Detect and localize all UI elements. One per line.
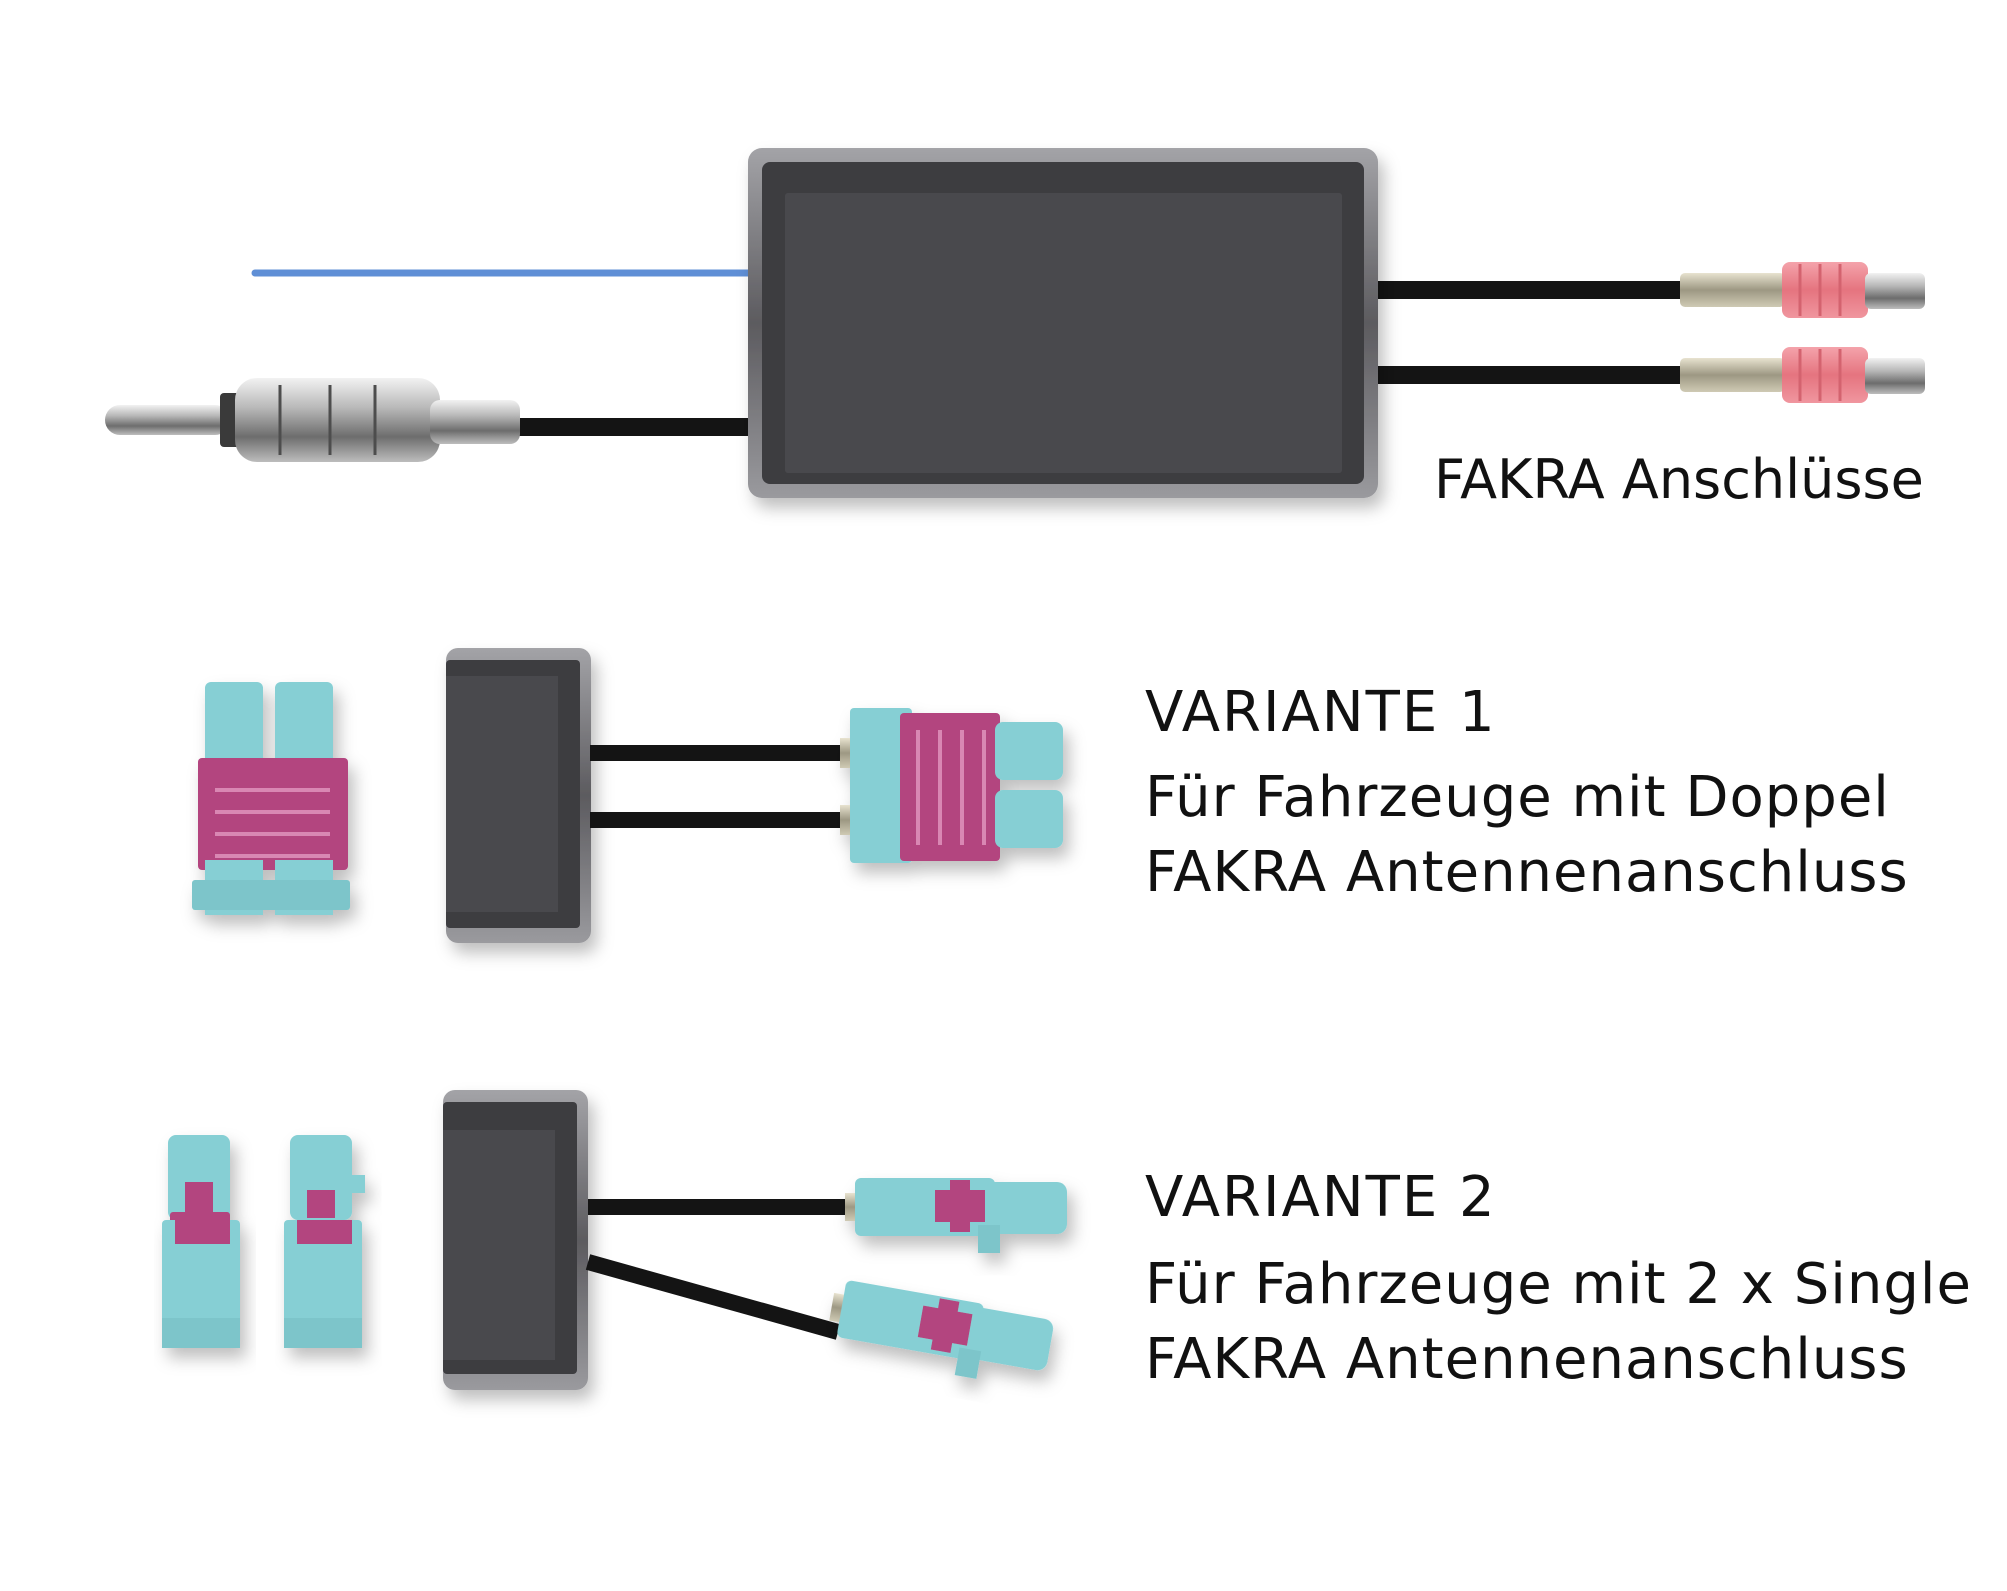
variant1-box [446,648,591,943]
double-fakra-female-connector [192,682,350,915]
single-fakra-female-connector-2 [284,1135,365,1348]
variant2-illustration [162,1090,1067,1390]
single-fakra-male-connector-1 [845,1178,1067,1253]
variant2-title: VARIANTE 2 [1145,1165,1497,1230]
crimp-connector-lower [1680,347,1925,403]
fakra-connections-label: FAKRA Anschlüsse [1434,448,1924,511]
single-fakra-male-connector-2 [829,1280,1054,1379]
double-fakra-male-connector [840,708,1063,863]
variant2-description-line2: FAKRA Antennenanschluss [1145,1327,1909,1392]
variant1-title: VARIANTE 1 [1145,680,1497,745]
variant2-box [443,1090,588,1390]
antenna-adapter-main [105,148,1925,498]
variant2-description-line1: Für Fahrzeuge mit 2 x Single [1145,1252,1972,1317]
v2-cable-lower [585,1254,841,1340]
main-box [748,148,1378,498]
din-plug [105,378,520,462]
variant1-description-line1: Für Fahrzeuge mit Doppel [1145,765,1890,830]
variant1-description-line2: FAKRA Antennenanschluss [1145,840,1909,905]
single-fakra-female-connector-1 [162,1135,240,1348]
variant1-illustration [192,648,1063,943]
crimp-connector-upper [1680,262,1925,318]
